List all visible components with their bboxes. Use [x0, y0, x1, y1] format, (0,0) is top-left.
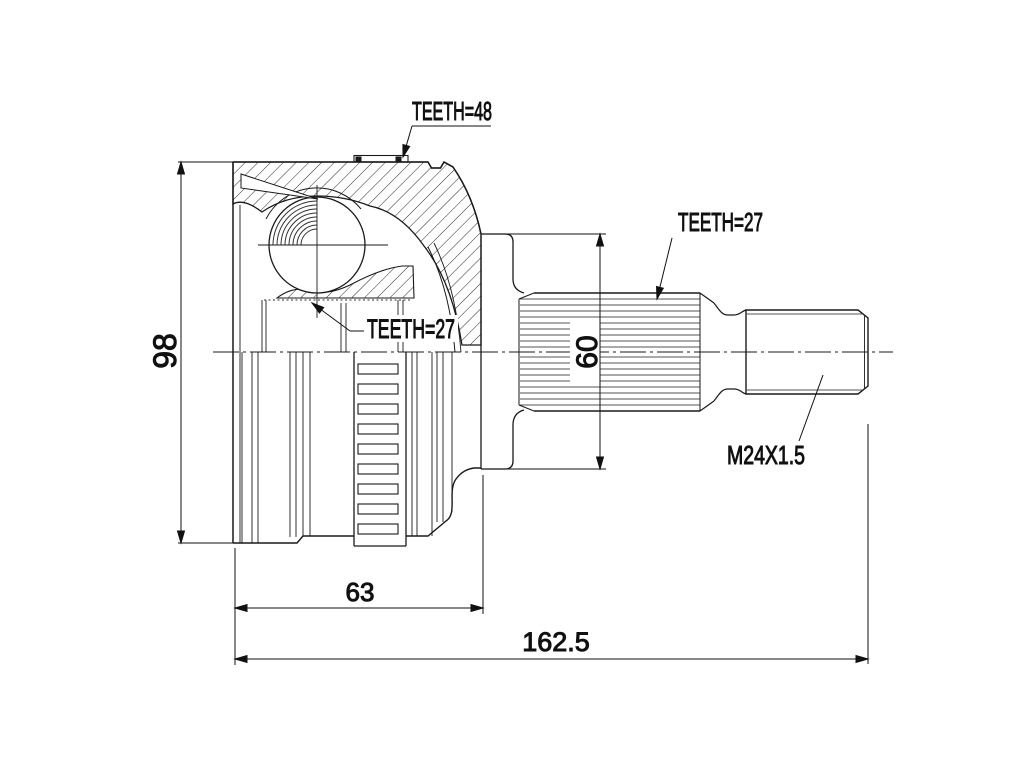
dim-63-value: 63	[346, 577, 375, 607]
label-thread-spec: M24X1.5	[727, 374, 824, 471]
housing-top-contour	[233, 160, 482, 235]
ball-bearing	[258, 185, 388, 318]
dim-98-value: 98	[147, 333, 183, 369]
dimension-98: 98	[147, 161, 233, 544]
teeth27-text-gap	[362, 315, 458, 342]
tone-ring-tab-right	[395, 156, 402, 163]
tone-ring-tab-left	[355, 156, 362, 163]
tone-ring-windows	[357, 363, 399, 535]
spline-shaft	[518, 292, 715, 412]
relief-groove-top	[713, 302, 747, 316]
dim-162-5-value: 162.5	[522, 627, 590, 657]
thread-spec-text: M24X1.5	[727, 440, 805, 470]
bell-housing	[232, 160, 482, 544]
teeth-27-shaft-text: TEETH=27	[678, 207, 763, 237]
teeth-48-text: TEETH=48	[412, 96, 492, 126]
circlip-groove	[240, 173, 319, 200]
thread-outline	[745, 309, 869, 395]
label-teeth-27-shaft: TEETH=27	[653, 207, 764, 301]
dimension-60: 60	[481, 233, 606, 470]
housing-band-lines	[241, 352, 453, 543]
label-teeth-27-inner: TEETH=27	[309, 299, 456, 345]
label-teeth-48: TEETH=48	[399, 96, 493, 159]
dimension-63: 63	[234, 475, 484, 665]
cage-arc	[265, 187, 362, 220]
relief-groove-bottom	[713, 388, 747, 402]
spline-teeth-lines	[520, 298, 700, 406]
dim-60-value: 60	[571, 335, 604, 368]
dim60-text-gap	[570, 318, 600, 386]
tone-ring-top-section	[353, 154, 409, 163]
housing-bottom-contour	[233, 467, 481, 544]
teeth-27-inner-text: TEETH=27	[367, 314, 455, 344]
threaded-end	[713, 302, 869, 402]
race-back-curve-2	[433, 242, 462, 353]
dimension-162-5: 162.5	[234, 424, 869, 664]
abs-tone-ring	[353, 154, 409, 547]
